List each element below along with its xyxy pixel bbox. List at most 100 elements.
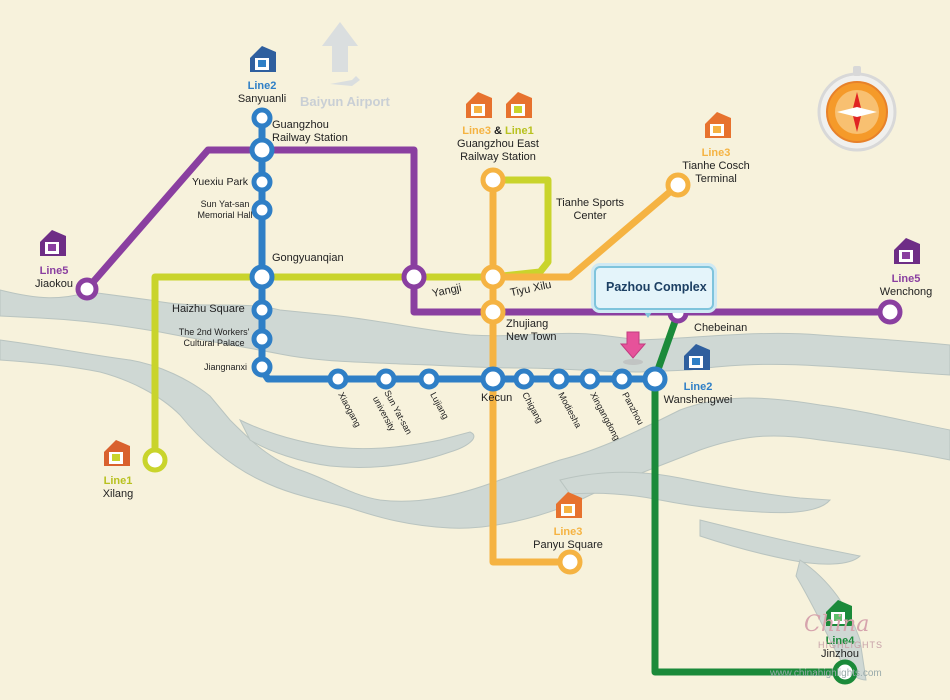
line5-house-icon-wenchong [894,238,920,264]
line4-track [651,309,849,676]
airport-label: Baiyun Airport [300,94,390,109]
station-wenchong[interactable] [877,299,903,325]
station-workers-palace[interactable] [251,328,273,350]
label-haizhu: Haizhu Square [172,303,245,315]
label-tianhe-sports: Tianhe Sports Center [552,197,628,223]
station-label: Wanshengwei [663,394,733,406]
station-chigang[interactable] [513,368,535,390]
compass-icon [817,66,897,152]
station-tianhe-cosch[interactable] [665,172,691,198]
location-marker-icon [619,331,647,365]
terminal-panyu: Line3 Panyu Square [528,526,608,552]
line3-branch-track [489,181,682,281]
amp: & [494,125,502,137]
station-gongyuanqian[interactable] [249,264,275,290]
line-tag: Line5 [39,265,69,277]
station-label: Sanyuanli [237,93,287,105]
terminal-xilang: Line1 Xilang [92,475,144,501]
label-line2: Cultural Palace [183,338,245,348]
watermark: www.chinahighlights.com [770,668,882,679]
label-zhujiang: Zhujiang New Town [506,318,557,344]
station-yuexiu[interactable] [251,171,273,193]
label-line2: Center [573,210,607,222]
label-line1: Tianhe Sports [555,197,625,209]
label-line2: Memorial Hall [197,210,253,220]
station-wanshengwei[interactable] [642,366,668,392]
station-label: Wenchong [879,286,933,298]
line-tag: Line1 [505,125,534,137]
label-line1: Zhujiang [506,318,549,330]
line3-house-icon-panyu [556,492,582,518]
brand-logo: China [804,612,870,637]
station-panzhou[interactable] [611,368,633,390]
station-zhujiang[interactable] [480,299,506,325]
line-tag: Line5 [891,273,921,285]
line2-house-icon [250,46,276,72]
station-kecun[interactable] [480,366,506,392]
station-label: Jiaokou [35,278,73,290]
label-line1: The 2nd Workers' [178,327,250,337]
terminal-icons [40,46,920,626]
station-jiangnanxi[interactable] [251,356,273,378]
line-tag: Line3 [701,147,731,159]
label-line1: Sun Yat-san [200,199,250,209]
station-sanyuanli[interactable] [251,107,273,129]
station-label: Guangzhou East [457,138,539,150]
station-guangzhou-railway[interactable] [249,137,275,163]
line1-house-icon-east [506,92,532,118]
line-tags-row: Line3 & Line1 [448,125,548,138]
station-modiesha[interactable] [548,368,570,390]
station-label: Tianhe Cosch Terminal [682,160,750,185]
station-sun-memorial[interactable] [251,199,273,221]
label-jiangnanxi: Jiangnanxi [204,362,248,372]
label-guangzhou-railway: Guangzhou Railway Station [272,119,348,145]
label-line1: Guangzhou [272,119,329,131]
brand-subtitle: HIGHLIGHTS [818,640,884,650]
airport-arrow-icon [322,22,360,86]
pearl-river [0,289,950,681]
terminal-wanshengwei: Line2 Wanshengwei [656,381,740,407]
terminal-tianhe-cosch: Line3 Tianhe Cosch Terminal [676,147,756,186]
line-tag: Line3 [462,125,491,137]
terminal-jinzhou: Line4 Jinzhou [814,635,866,661]
line1-track [151,176,552,464]
stations-layer [75,107,903,685]
station-sun-univ[interactable] [375,368,397,390]
line3-house-icon [466,92,492,118]
station-label: Xilang [102,488,134,500]
station-haizhu[interactable] [251,299,273,321]
label-line2: Railway Station [272,132,348,144]
line-tag: Line2 [683,381,713,393]
line-tag: Line4 [825,635,855,647]
station-lujiang[interactable] [418,368,440,390]
line2-house-icon-wanshengwei [684,344,710,370]
station-panyu[interactable] [557,549,583,575]
terminal-wenchong: Line5 Wenchong [874,273,938,299]
line3-house-icon-cosch [705,112,731,138]
station-jiaokou[interactable] [75,277,99,301]
callout-label: Pazhou Complex [606,280,707,294]
station-xilang[interactable] [142,447,168,473]
label-yuexiu: Yuexiu Park [192,176,249,188]
line5-track [83,146,894,316]
pazhou-complex-callout[interactable]: Pazhou Complex [594,266,714,310]
station-tiyu-xilu[interactable] [480,264,506,290]
station-yangji[interactable] [401,264,427,290]
label-sun-memorial: Sun Yat-san Memorial Hall [194,199,256,221]
line-tag: Line2 [247,80,277,92]
label-gongyuanqian: Gongyuanqian [272,252,344,264]
line1-house-icon [104,440,130,466]
terminal-sanyuanli: Line2 Sanyuanli [236,80,288,106]
terminal-gz-east: Line3 & Line1 Guangzhou East Railway Sta… [448,125,548,164]
station-xiaogang[interactable] [327,368,349,390]
station-xingangdong[interactable] [579,368,601,390]
line5-house-icon [40,230,66,256]
line-tag: Line1 [103,475,133,487]
station-jinzhou[interactable] [832,659,858,685]
line-tag: Line3 [553,526,583,538]
station-label: Jinzhou [821,648,859,660]
label-chebeinan: Chebeinan [694,322,748,334]
station-gz-east[interactable] [480,167,506,193]
